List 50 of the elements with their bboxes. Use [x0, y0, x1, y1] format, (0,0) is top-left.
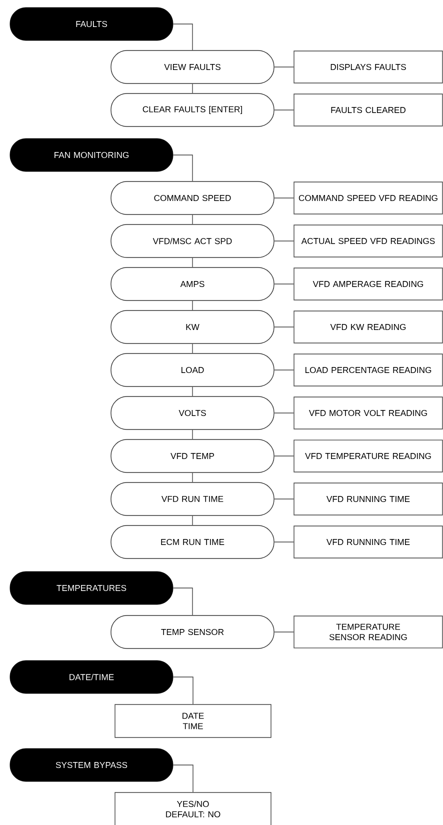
value-box: VFD KW READING — [294, 310, 443, 344]
connector-line — [172, 24, 193, 50]
menu-item-pill: VIEW FAULTS — [110, 50, 274, 84]
value-box: DISPLAYS FAULTS — [294, 50, 443, 84]
connector-line — [274, 412, 294, 414]
connector-line — [172, 676, 194, 704]
menu-heading-pill: TEMPERATURES — [10, 571, 174, 605]
connector-line — [172, 588, 193, 616]
connector-line — [274, 326, 294, 328]
menu-item-pill: VFD TEMP — [110, 439, 274, 473]
value-box: VFD AMPERAGE READING — [294, 268, 443, 300]
value-box: VFD RUNNING TIME — [294, 482, 443, 516]
menu-heading-pill: SYSTEM BYPASS — [10, 748, 174, 782]
value-box: YES/NO DEFAULT: NO — [114, 792, 272, 825]
menu-heading-pill: FAULTS — [10, 7, 174, 41]
value-box: LOAD PERCENTAGE READING — [294, 354, 443, 386]
connector-line — [274, 66, 294, 68]
connector-line — [192, 472, 193, 482]
connector-line — [192, 300, 193, 310]
value-box: DATE TIME — [114, 704, 272, 738]
menu-heading-pill: FAN MONITORING — [10, 138, 174, 172]
menu-item-pill: AMPS — [110, 267, 274, 301]
menu-item-pill: VOLTS — [110, 396, 274, 430]
connector-line — [192, 516, 193, 526]
value-box: ACTUAL SPEED VFD READINGS — [294, 224, 443, 258]
menu-item-pill: LOAD — [110, 353, 274, 387]
connector-line — [192, 430, 193, 440]
connector-line — [192, 84, 193, 94]
menu-item-pill: TEMP SENSOR — [110, 615, 274, 649]
value-box: VFD RUNNING TIME — [294, 526, 443, 558]
value-box: VFD TEMPERATURE READING — [294, 440, 443, 472]
value-box: TEMPERATURE SENSOR READING — [294, 616, 443, 648]
connector-line — [192, 386, 193, 396]
value-box: VFD MOTOR VOLT READING — [294, 396, 443, 430]
connector-line — [172, 764, 194, 792]
connector-line — [192, 344, 193, 354]
menu-item-pill: ECM RUN TIME — [110, 525, 274, 559]
connector-line — [172, 154, 193, 182]
menu-item-pill: VFD/MSC ACT SPD — [110, 224, 274, 258]
menu-item-pill: COMMAND SPEED — [110, 181, 274, 215]
menu-item-pill: KW — [110, 310, 274, 344]
menu-heading-pill: DATE/TIME — [10, 660, 174, 694]
menu-item-pill: CLEAR FAULTS [ENTER] — [110, 93, 274, 127]
connector-line — [192, 258, 193, 268]
connector-line — [192, 214, 193, 224]
value-box: COMMAND SPEED VFD READING — [294, 182, 443, 214]
value-box: FAULTS CLEARED — [294, 94, 443, 126]
menu-item-pill: VFD RUN TIME — [110, 482, 274, 516]
connector-line — [274, 240, 294, 242]
connector-line — [274, 498, 294, 500]
